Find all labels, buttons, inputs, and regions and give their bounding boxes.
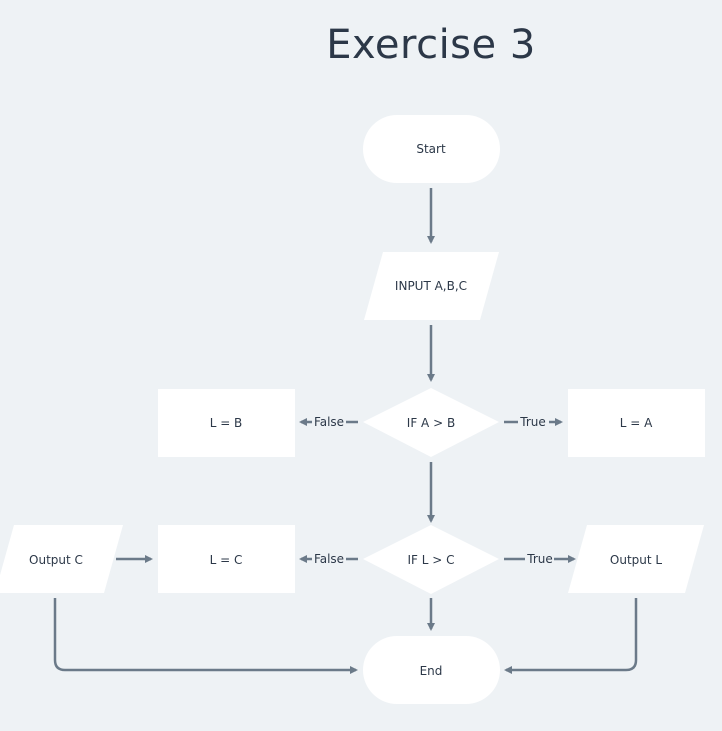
edge-label-d1-true: True	[519, 415, 546, 429]
node-assign-la: L = A	[568, 389, 705, 457]
node-input-label: INPUT A,B,C	[395, 279, 467, 293]
node-end: End	[363, 636, 500, 704]
node-start: Start	[363, 115, 500, 183]
node-input: INPUT A,B,C	[364, 252, 499, 320]
node-assign-lb: L = B	[158, 389, 295, 457]
node-end-label: End	[420, 664, 443, 678]
edge-outputl-end	[504, 598, 638, 674]
diagram-title: Exercise 3	[326, 22, 536, 68]
edge-label-d2-true: True	[526, 552, 553, 566]
edge-label-d2-false: False	[314, 552, 344, 566]
node-decision2-label: IF L > C	[407, 553, 454, 567]
node-output-l: Output L	[568, 525, 704, 593]
edge-outputc-end	[53, 598, 358, 674]
node-decision1-label: IF A > B	[407, 416, 455, 430]
node-output-l-label: Output L	[610, 553, 662, 567]
edges	[53, 188, 638, 674]
node-output-c-label: Output C	[29, 553, 83, 567]
node-assign-la-label: L = A	[620, 416, 653, 430]
node-decision1: IF A > B	[363, 388, 499, 457]
node-output-c: Output C	[0, 525, 123, 593]
node-assign-lc-label: L = C	[210, 553, 243, 567]
node-assign-lc: L = C	[158, 525, 295, 593]
edge-label-d1-false: False	[314, 415, 344, 429]
node-decision2: IF L > C	[363, 525, 499, 594]
node-start-label: Start	[416, 142, 446, 156]
node-assign-lb-label: L = B	[210, 416, 243, 430]
